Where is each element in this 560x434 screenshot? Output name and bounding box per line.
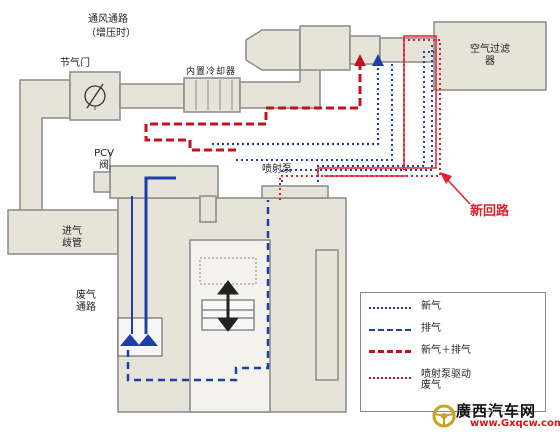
legend-item-exhaust: 排气 bbox=[369, 321, 539, 347]
ejector-pump-connector bbox=[261, 185, 329, 199]
crankcase-box bbox=[117, 317, 163, 357]
label-blowby-passage: 废气通路 bbox=[76, 290, 96, 313]
intake-manifold-body bbox=[7, 209, 119, 255]
legend-item-ejector-drive: 喷射泵驱动废气 bbox=[369, 367, 539, 403]
throttle-inlet-pipe bbox=[19, 79, 71, 213]
watermark-title: 廣西汽车网 bbox=[456, 402, 537, 420]
label-intercooler: 内置冷却器 bbox=[186, 67, 237, 77]
label-intake-manifold: 进气歧管 bbox=[62, 226, 82, 249]
legend-item-mixed: 新气＋排气 bbox=[369, 343, 539, 369]
legend-item-fresh-air: 新气 bbox=[369, 299, 539, 325]
steering-wheel-icon bbox=[432, 404, 456, 428]
label-vent-passage-sub: （增压时） bbox=[86, 28, 136, 39]
watermark: 廣西汽车网 www.Gxqcw.com bbox=[430, 398, 560, 432]
label-throttle: 节气门 bbox=[60, 58, 90, 69]
turbo-left bbox=[245, 29, 301, 71]
turbo-right bbox=[299, 25, 351, 71]
label-pcv-valve: PCV阀 bbox=[94, 148, 114, 171]
legend: 新气 排气 新气＋排气 喷射泵驱动废气 bbox=[360, 292, 546, 412]
pcv-housing bbox=[109, 165, 219, 199]
label-vent-passage: 通风通路 bbox=[88, 14, 128, 25]
pipe-throttle-intercooler bbox=[119, 83, 185, 109]
watermark-url: www.Gxqcw.com bbox=[470, 418, 560, 429]
label-air-filter: 空气过滤器 bbox=[470, 44, 510, 67]
label-new-route: 新回路 bbox=[470, 204, 510, 219]
intercooler-body bbox=[183, 77, 241, 113]
label-ejector-pump: 喷射泵 bbox=[262, 164, 292, 175]
